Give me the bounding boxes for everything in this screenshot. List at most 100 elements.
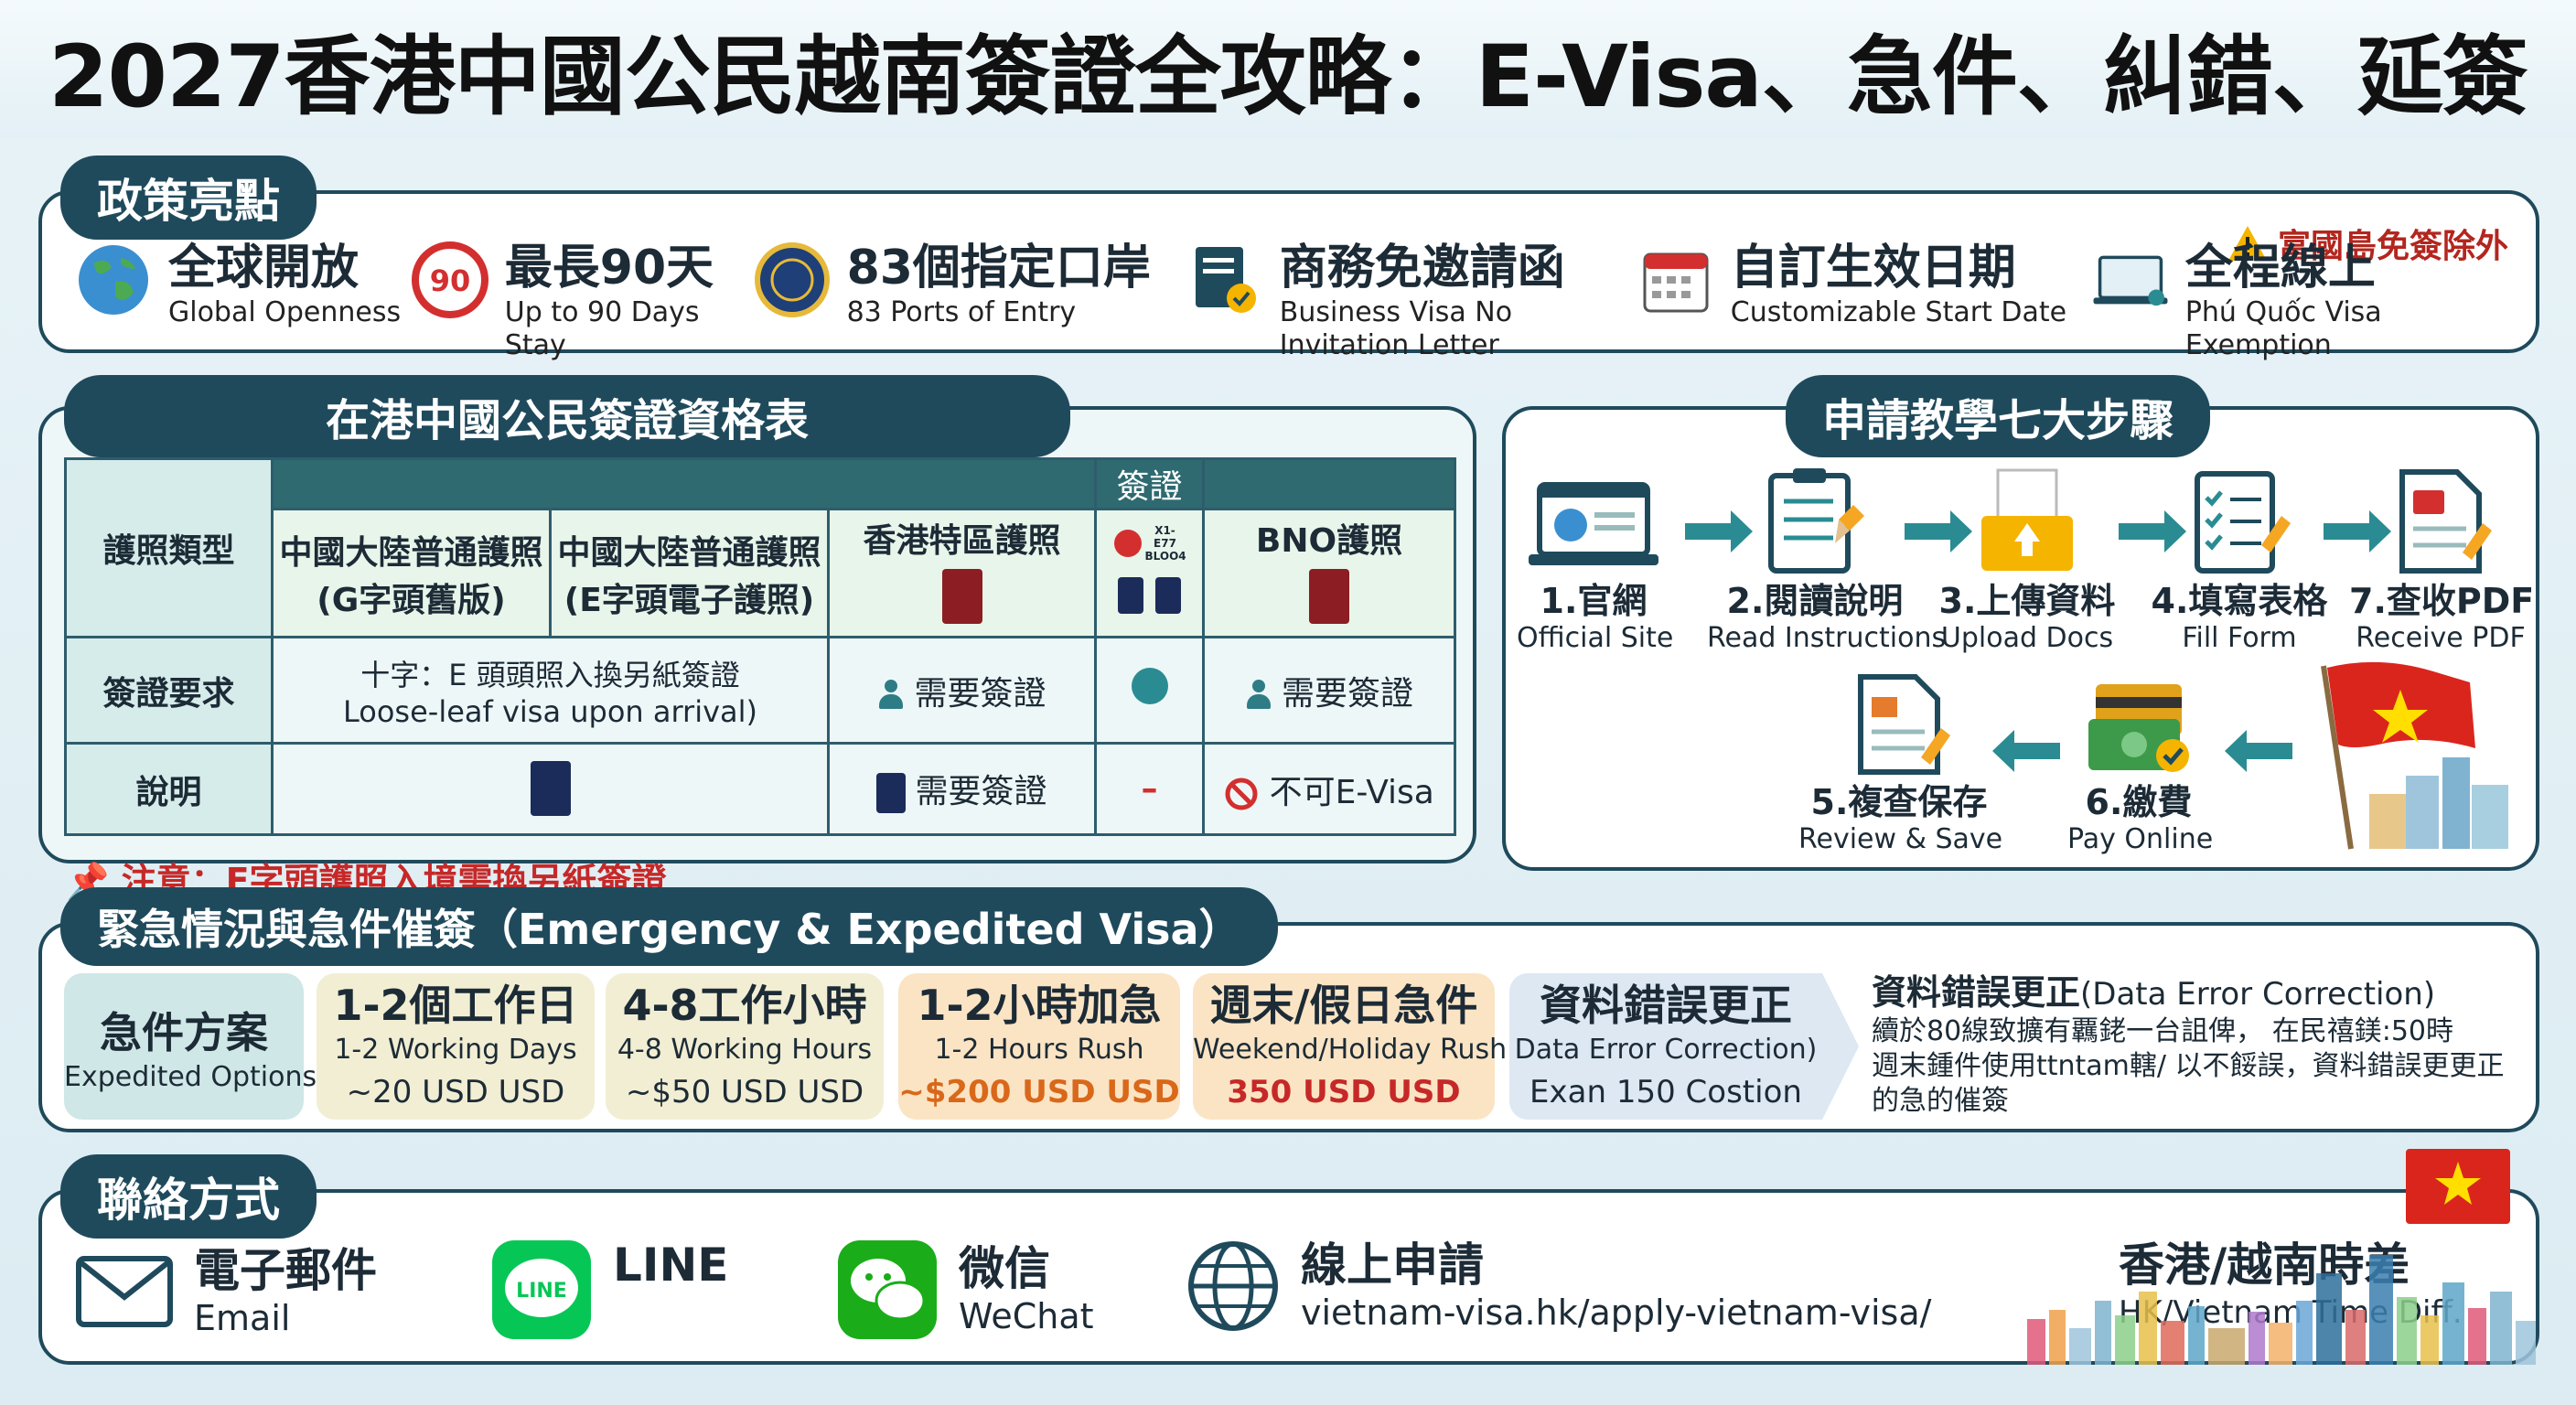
arrow-right-icon xyxy=(2324,510,2391,552)
step-pay-online: 6.繳費 Pay Online xyxy=(2067,671,2213,856)
option-title: 週末/假日急件 xyxy=(1209,981,1478,1030)
clipboard-pencil-icon xyxy=(1768,468,1864,574)
correction-line: 的急的催簽 xyxy=(1872,1085,2009,1117)
step-label: 4.填寫表格 xyxy=(2151,581,2328,621)
no-entry-icon xyxy=(1225,778,1258,810)
col-header-line: BNO護照 xyxy=(1255,522,1403,560)
cell-requirement-hksar: 需要簽證 xyxy=(827,636,1097,745)
option-sub: Expedited Options xyxy=(64,1061,317,1093)
envelope-icon xyxy=(76,1256,173,1327)
highlight-title: 全球開放 xyxy=(168,241,360,295)
highlight-title: 自訂生效日期 xyxy=(1730,241,2016,295)
warning-text: 富國島免簽除外 xyxy=(2277,228,2508,265)
step-official-site: 1.官網 Official Site xyxy=(1517,476,1673,655)
cell-text: 需要簽證 xyxy=(915,773,1047,810)
contact-wechat[interactable]: 微信 WeChat xyxy=(836,1239,1094,1341)
cell-text: 不可E-Visa xyxy=(1269,773,1434,811)
cell-description-bno: 不可E-Visa xyxy=(1202,742,1456,836)
document-check-icon xyxy=(1185,240,1265,320)
option-1-2-hours[interactable]: 1-2小時加急 1-2 Hours Rush ~$200 USD USD xyxy=(898,973,1180,1120)
globe-icon xyxy=(73,240,154,320)
option-sub: Weekend/Holiday Rush xyxy=(1193,1034,1508,1066)
person-icon xyxy=(1245,679,1272,711)
correction-title-en: (Data Error Correction) xyxy=(2080,976,2436,1013)
top-header-blank xyxy=(271,457,1097,510)
option-price: 350 USD USD xyxy=(1227,1074,1461,1110)
highlight-title: 商務免邀請函 xyxy=(1279,241,1565,295)
highlight-title: 全程線上 xyxy=(2184,241,2376,295)
passport-icon xyxy=(530,761,571,816)
eligibility-card: 在港中國公民簽證資格表 護照類型 簽證 中國大陸普通護照 (G字頭舊版) 中國大… xyxy=(38,375,1476,901)
col-header-line: (G字頭舊版) xyxy=(317,581,506,619)
cell-description-mainland xyxy=(271,742,830,836)
option-price: Exan 150 Costion xyxy=(1530,1074,1802,1110)
contact-tag: 聯絡方式 xyxy=(60,1154,317,1239)
highlight-90-days: 90 最長90天 Up to 90 Days Stay xyxy=(410,240,752,362)
correction-line: 續於80線致擴有覊銠一台詛俾， 在民禧鎂:50時 xyxy=(1872,1015,2453,1047)
step-label: 7.查收PDF xyxy=(2349,581,2535,621)
highlight-title: 最長90天 xyxy=(504,241,714,295)
col-header-line: 中國大陸普通護照 xyxy=(279,533,543,572)
option-weekend-rush[interactable]: 週末/假日急件 Weekend/Holiday Rush 350 USD USD xyxy=(1193,973,1508,1120)
contact-online-apply[interactable]: 線上申請 vietnam-visa.hk/apply-vietnam-visa/ xyxy=(1186,1239,1931,1334)
passport-icon xyxy=(1118,577,1144,614)
step-receive-pdf: 7.查收PDF Receive PDF xyxy=(2349,465,2535,655)
laptop-browser-icon xyxy=(1529,482,1658,565)
col-header-line: 香港特區護照 xyxy=(863,522,1061,560)
option-1-2-days[interactable]: 1-2個工作日 1-2 Working Days ~20 USD USD xyxy=(317,973,595,1120)
col-header-line: 中國大陸普通護照 xyxy=(557,533,821,572)
option-data-correction[interactable]: 資料錯誤更正 Data Error Correction) Exan 150 C… xyxy=(1509,973,1822,1120)
col-header-line: (E字頭電子護照) xyxy=(564,581,815,619)
cell-requirement-bno: 需要簽證 xyxy=(1202,636,1456,745)
cell-requirement-documents xyxy=(1094,636,1205,745)
contact-line[interactable]: LINE LINE xyxy=(490,1239,728,1341)
svg-text:LINE: LINE xyxy=(516,1280,567,1303)
step-sub: Fill Form xyxy=(2182,622,2297,654)
checklist-icon xyxy=(2195,471,2291,574)
option-title: 1-2小時加急 xyxy=(917,981,1162,1030)
option-4-8-hours[interactable]: 4-8工作小時 4-8 Working Hours ~$50 USD USD xyxy=(606,973,884,1120)
option-sub: 1-2 Hours Rush xyxy=(934,1034,1144,1066)
col-header-e-passport: 中國大陸普通護照 (E字頭電子護照) xyxy=(549,508,830,638)
col-header-hksar-passport: 香港特區護照 xyxy=(827,508,1097,638)
policy-warning: 富國島免簽除外 xyxy=(2227,220,2508,267)
highlight-title: 83個指定口岸 xyxy=(846,241,1151,295)
contact-url[interactable]: vietnam-visa.hk/apply-vietnam-visa/ xyxy=(1301,1292,1932,1333)
step-upload-docs: 3.上傳資料 Upload Docs xyxy=(1936,465,2119,655)
document-code: X1-E77 BLOO4 xyxy=(1144,524,1186,563)
page-title: 2027香港中國公民越南簽證全攻略：E-Visa、急件、糾錯、延簽 xyxy=(48,27,2528,127)
correction-title: 資料錯誤更正 xyxy=(1872,972,2081,1013)
steps-card: 申請教學七大步驟 1.官網 Official Site 2.閱讀說明 Read … xyxy=(1502,375,2539,871)
eligibility-tag: 在港中國公民簽證資格表 xyxy=(64,375,1070,457)
highlight-subtitle: Business Visa No Invitation Letter xyxy=(1279,296,1513,361)
option-title: 4-8工作小時 xyxy=(622,981,867,1030)
step-sub: Receive PDF xyxy=(2356,622,2526,654)
city-skyline-icon xyxy=(2027,1255,2536,1365)
emergency-card: 緊急情況與急件催簽（Emergency & Expedited Visa） 急件… xyxy=(38,887,2539,1132)
step-fill-form: 4.填寫表格 Fill Form xyxy=(2150,465,2329,655)
arrow-right-icon xyxy=(2119,510,2186,552)
emergency-tag: 緊急情況與急件催簽（Emergency & Expedited Visa） xyxy=(60,887,1278,966)
policy-card: 政策亮點 富國島免簽除外 全球開放 Global Openness 90 最長9… xyxy=(38,156,2539,361)
person-icon xyxy=(877,679,905,711)
document-pencil-icon xyxy=(1858,674,1950,775)
contact-email[interactable]: 電子郵件 Email xyxy=(75,1244,377,1339)
expedited-options-header: 急件方案 Expedited Options xyxy=(64,973,317,1120)
contact-card: 聯絡方式 電子郵件 Email LINE LINE 微信 WeChat 線上申請… xyxy=(38,1154,2539,1365)
top-header-visa: 簽證 xyxy=(1094,457,1205,510)
step-label: 1.官網 xyxy=(1540,581,1648,621)
step-sub: Review & Save xyxy=(1798,823,2003,855)
row-header-passport: 護照類型 xyxy=(64,457,274,638)
upload-folder-icon xyxy=(1981,468,2073,571)
highlight-ports: 83個指定口岸 83 Ports of Entry xyxy=(752,240,1185,362)
contact-sub: Email xyxy=(194,1298,291,1338)
row-header-description: 說明 xyxy=(64,742,274,836)
cell-description-documents: – xyxy=(1094,742,1205,836)
col-header-g-passport: 中國大陸普通護照 (G字頭舊版) xyxy=(271,508,552,638)
wechat-icon xyxy=(838,1240,937,1339)
correction-line: 週末鍾件使用ttntam轄/ 以不餒誤，資料錯誤更更正 xyxy=(1872,1050,2505,1082)
eligibility-table: 護照類型 簽證 中國大陸普通護照 (G字頭舊版) 中國大陸普通護照 (E字頭電子… xyxy=(64,457,1456,836)
chevron-right-icon xyxy=(1822,973,1859,1120)
highlight-global: 全球開放 Global Openness xyxy=(73,240,410,362)
arrow-left-icon xyxy=(1992,730,2060,772)
